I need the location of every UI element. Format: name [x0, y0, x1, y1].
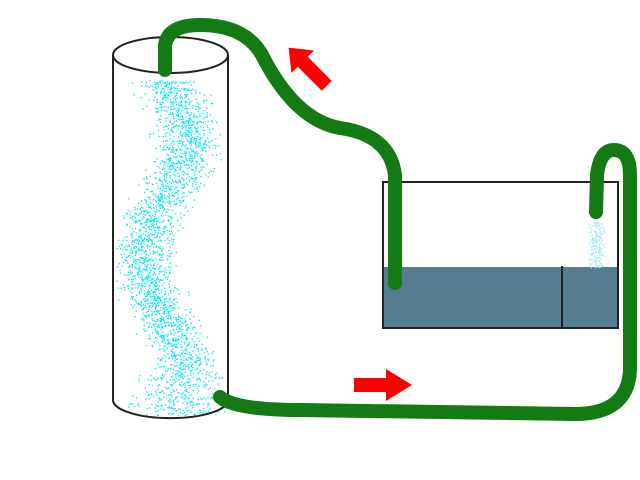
tank-water [383, 267, 618, 328]
arrow-right-icon [354, 369, 412, 401]
tank-bubbles [588, 222, 606, 269]
tubes [158, 18, 637, 421]
lower-tube [213, 143, 637, 421]
upper-tube [158, 18, 402, 290]
column-particles [116, 80, 226, 417]
arrow-up-left-icon [288, 47, 332, 91]
tank [382, 181, 619, 329]
tank-outline [382, 181, 619, 329]
column [112, 36, 229, 420]
